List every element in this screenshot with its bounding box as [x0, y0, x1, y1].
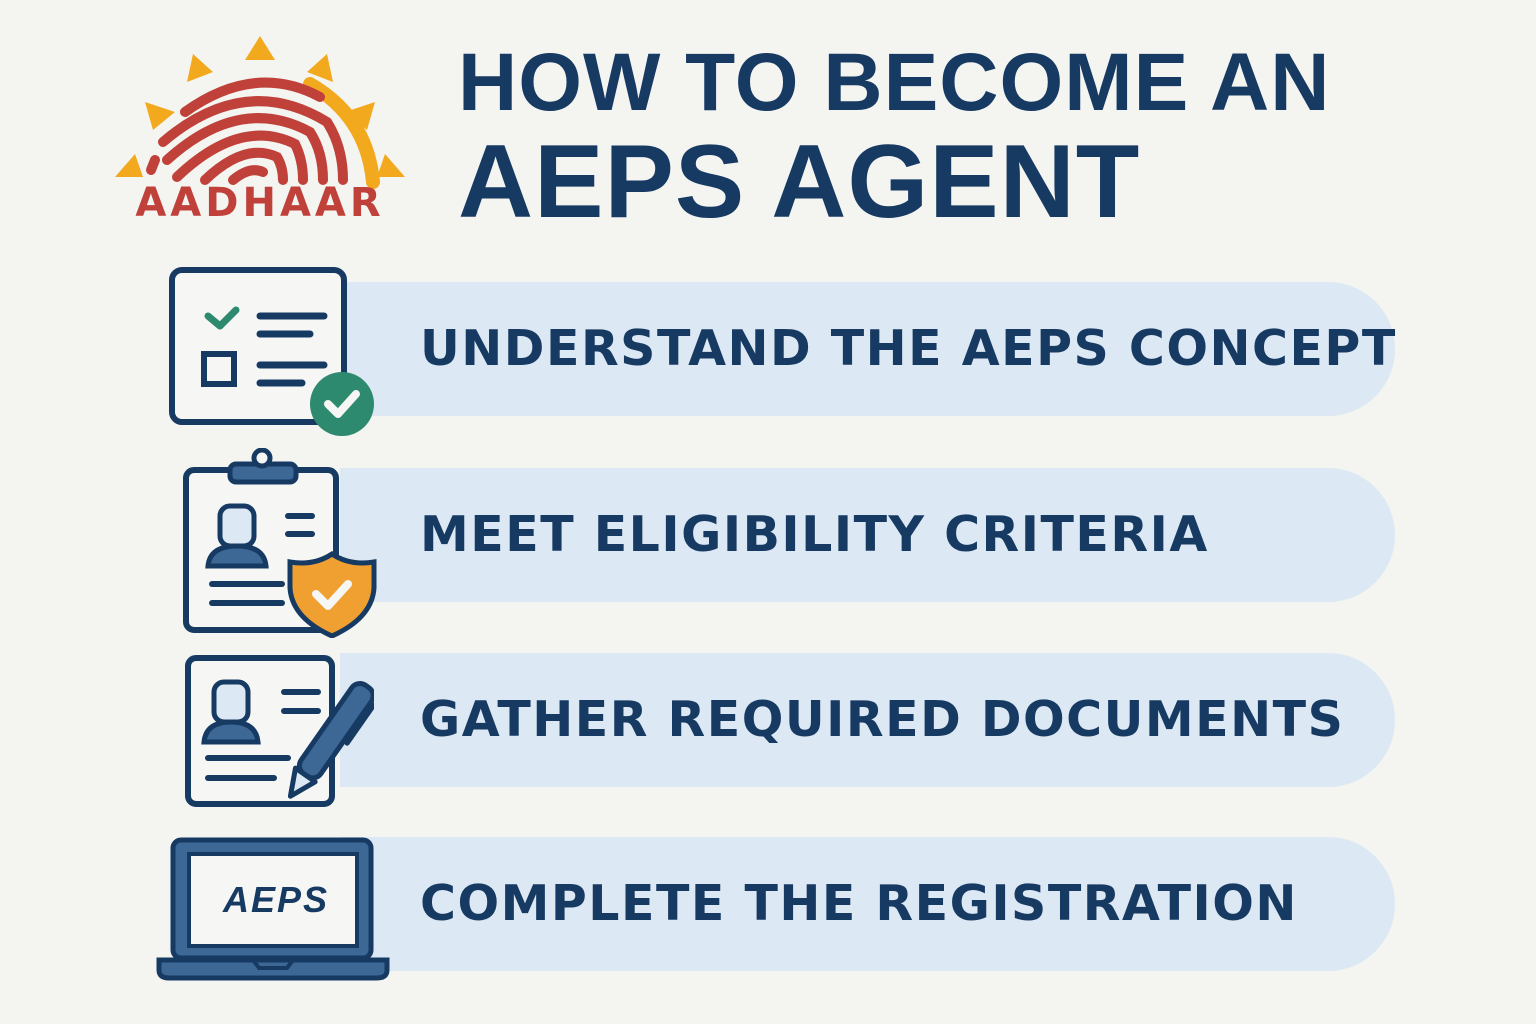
aadhaar-logo: AADHAAR: [105, 32, 415, 232]
checklist-icon: [169, 267, 374, 436]
fingerprint-sun-icon: [115, 36, 405, 189]
title-line-1: HOW TO BECOME AN: [458, 37, 1331, 128]
step-label: UNDERSTAND THE AEPS CONCEPT: [420, 320, 1397, 377]
page-title: HOW TO BECOME AN AEPS AGENT: [458, 37, 1331, 240]
step-pill: [340, 653, 1395, 787]
step-pill: [340, 837, 1395, 971]
step-complete-registration: COMPLETE THE REGISTRATION: [0, 837, 1536, 971]
laptop-icon: AEPS: [155, 836, 391, 984]
laptop-screen-text: AEPS: [222, 879, 330, 920]
step-pill: [340, 282, 1395, 416]
title-line-2: AEPS AGENT: [458, 124, 1141, 240]
step-label: COMPLETE THE REGISTRATION: [420, 875, 1298, 932]
step-label: GATHER REQUIRED DOCUMENTS: [420, 691, 1345, 748]
step-understand-concept: UNDERSTAND THE AEPS CONCEPT: [0, 282, 1536, 416]
step-pill: [340, 468, 1395, 602]
document-pen-icon: [185, 655, 374, 807]
step-gather-documents: GATHER REQUIRED DOCUMENTS: [0, 653, 1536, 787]
step-label: MEET ELIGIBILITY CRITERIA: [420, 506, 1209, 563]
clipboard-shield-icon: [183, 448, 377, 638]
aadhaar-wordmark: AADHAAR: [135, 180, 385, 226]
step-meet-eligibility: MEET ELIGIBILITY CRITERIA: [0, 468, 1536, 602]
